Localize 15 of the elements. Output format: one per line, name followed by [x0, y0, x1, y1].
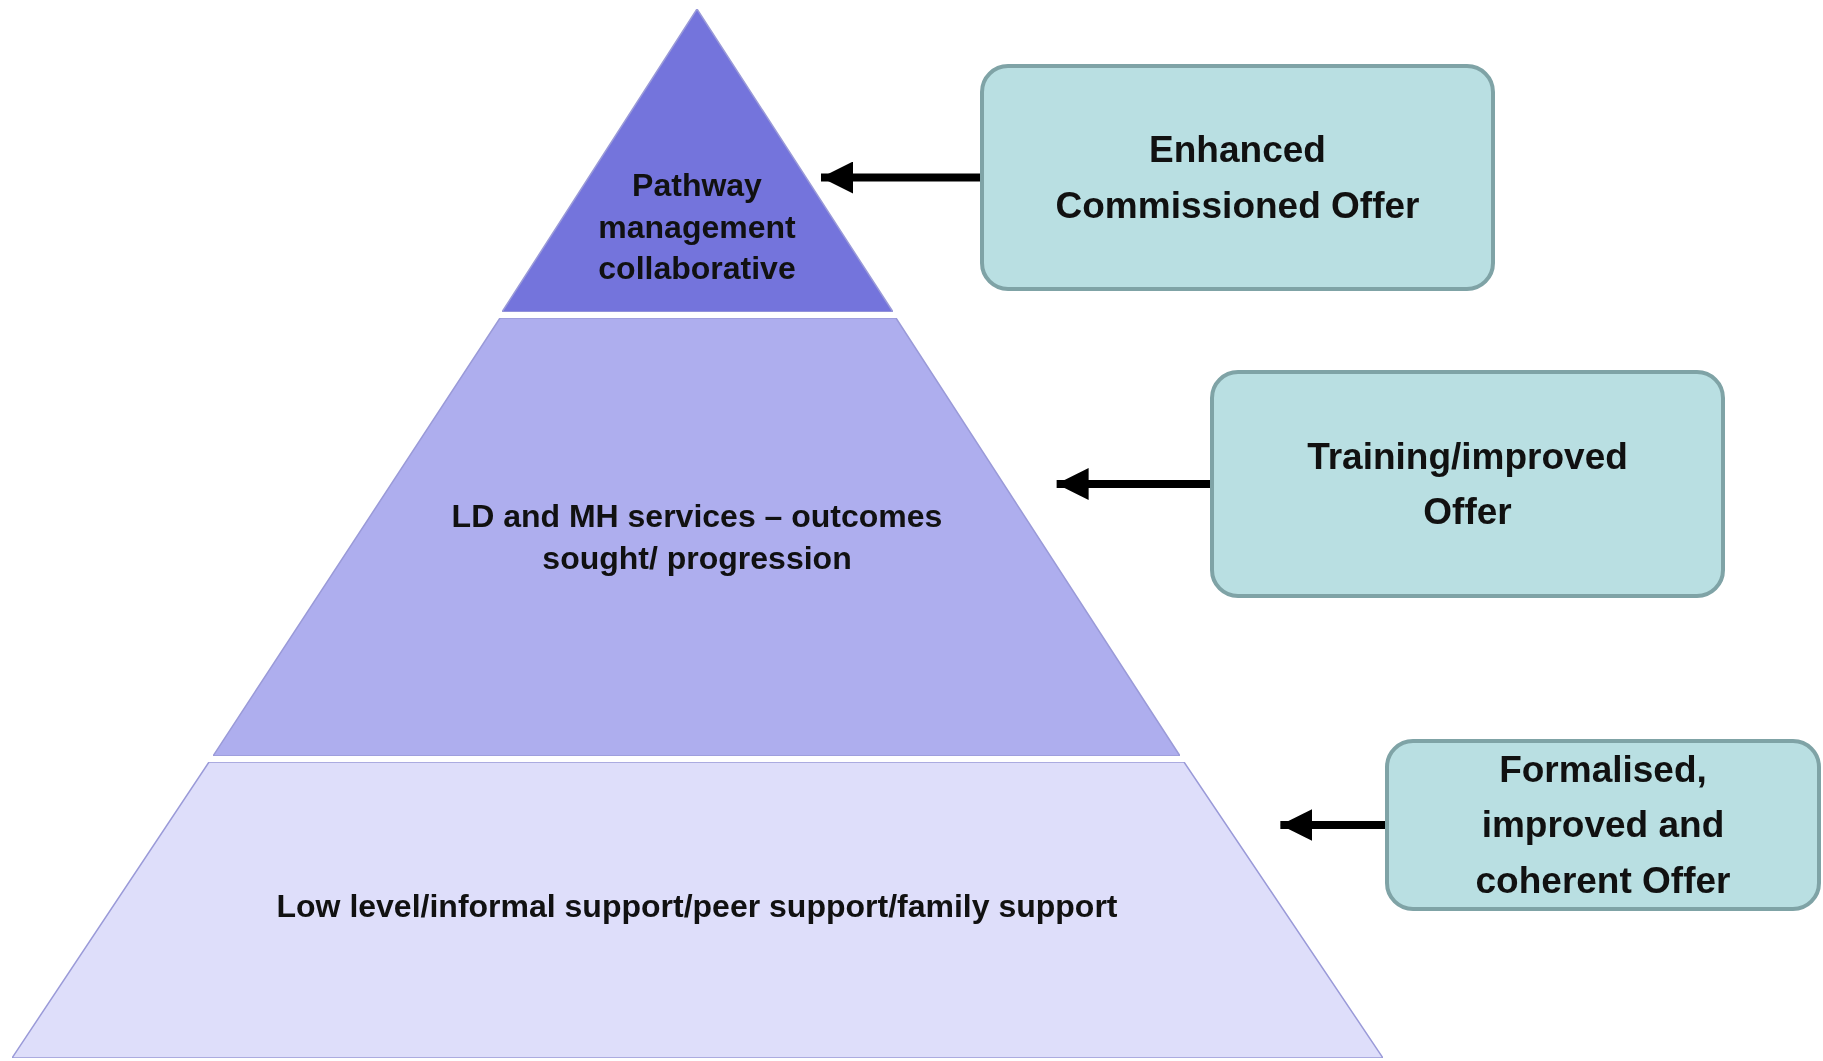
tier-label: LD and MH services – outcomes sought/ progression	[450, 497, 944, 578]
offer-label: Enhanced Commissioned Offer	[1054, 128, 1421, 228]
tier-label: Low level/informal support/peer support/family support	[276, 887, 1118, 927]
pyramid-tier	[12, 762, 1383, 1058]
tier-label: Pathway management collaborative	[597, 165, 797, 288]
pyramid-tier	[213, 318, 1180, 756]
offer-box	[1385, 739, 1821, 911]
offer-label: Training/improved Offer	[1306, 434, 1629, 534]
arrow	[821, 161, 980, 194]
arrow	[1280, 809, 1385, 841]
pyramid-tier	[502, 9, 893, 312]
arrow	[1056, 468, 1210, 500]
offer-label: Formalised, improved and coherent Offer	[1474, 747, 1732, 903]
offer-box	[980, 64, 1495, 291]
offer-box	[1210, 370, 1725, 598]
